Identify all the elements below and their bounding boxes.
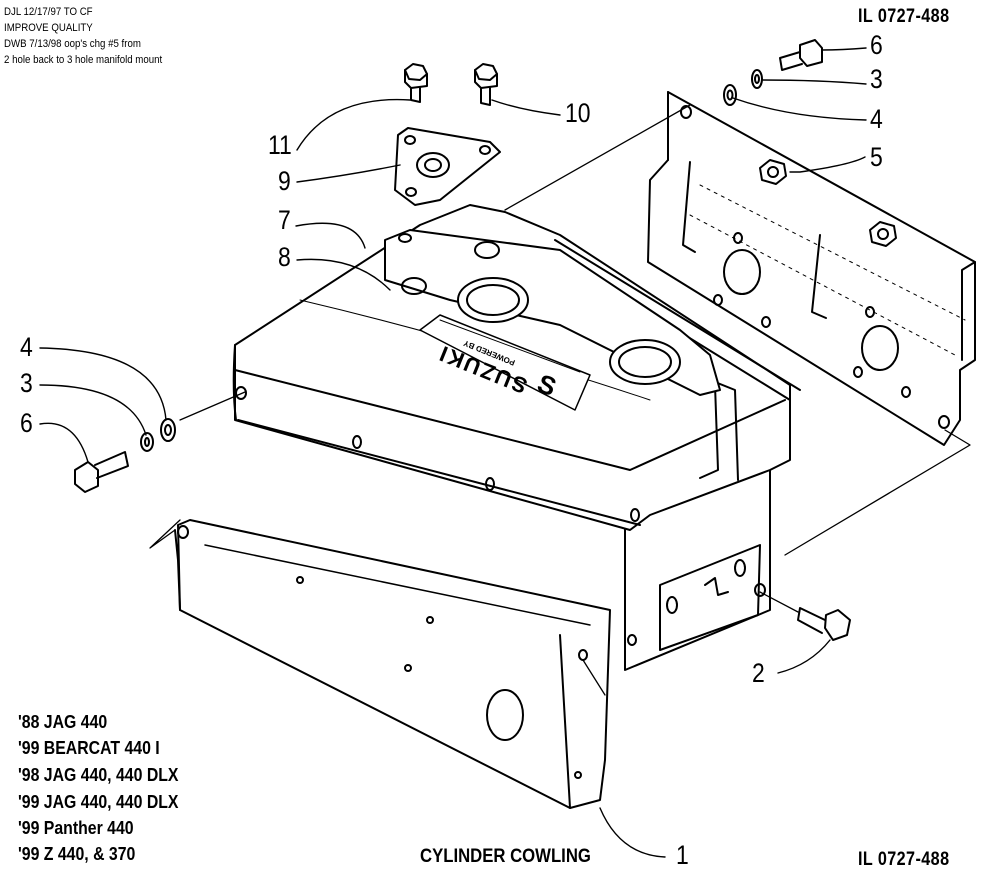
illustration-number-top: IL 0727-488 <box>858 6 950 27</box>
revision-note-1: DJL 12/17/97 TO CF <box>4 6 93 18</box>
bolt-part-10 <box>474 63 498 106</box>
model-line-3: '98 JAG 440, 440 DLX <box>18 765 179 785</box>
callout-6-left: 6 <box>20 408 33 438</box>
model-line-1: '88 JAG 440 <box>18 712 108 732</box>
callout-4-right: 4 <box>870 104 883 134</box>
back-plate-part-5 <box>647 91 976 446</box>
revision-note-4: 2 hole back to 3 hole manifold mount <box>4 54 163 66</box>
callout-5: 5 <box>870 142 883 172</box>
suzuki-badge <box>419 314 591 411</box>
callout-6-right: 6 <box>870 30 883 60</box>
model-line-5: '99 Panther 440 <box>18 818 134 838</box>
callout-10: 10 <box>565 98 591 128</box>
bolt-part-6-left <box>74 451 129 493</box>
diagram-caption: CYLINDER COWLING <box>420 846 591 867</box>
revision-note-2: IMPROVE QUALITY <box>4 22 93 34</box>
manifold-mount-plate-part-9 <box>394 127 501 206</box>
model-line-6: '99 Z 440, & 370 <box>18 844 136 864</box>
top-plate-part-8 <box>384 229 721 396</box>
bolt-part-2 <box>797 607 851 641</box>
washers-right <box>723 69 763 106</box>
callout-3-left: 3 <box>20 368 33 398</box>
bolt-part-11 <box>404 63 428 103</box>
lower-cowling-part-1 <box>174 519 611 809</box>
revision-note-3: DWB 7/13/98 oop's chg #5 from <box>4 38 141 50</box>
callout-2: 2 <box>752 658 765 688</box>
callout-4-left: 4 <box>20 332 33 362</box>
washers-left <box>140 418 176 452</box>
callout-1: 1 <box>676 840 689 870</box>
leader-lines <box>39 47 867 858</box>
bolt-part-6-right <box>779 39 823 71</box>
callout-11: 11 <box>268 130 292 160</box>
callout-7: 7 <box>278 205 291 235</box>
model-line-2: '99 BEARCAT 440 I <box>18 738 160 758</box>
callout-8: 8 <box>278 242 291 272</box>
callout-3-right: 3 <box>870 64 883 94</box>
illustration-number-bottom: IL 0727-488 <box>858 849 950 870</box>
model-line-4: '99 JAG 440, 440 DLX <box>18 792 179 812</box>
assembly-lines <box>149 104 971 696</box>
callout-9: 9 <box>278 166 291 196</box>
